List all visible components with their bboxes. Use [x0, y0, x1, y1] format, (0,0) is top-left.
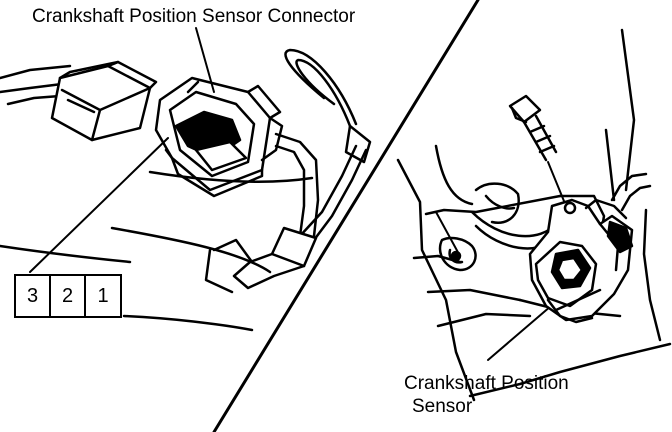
pin-cell: 3 [14, 274, 51, 318]
sensor-callout-label-line2: Sensor [412, 396, 473, 417]
engine-block-right [396, 28, 672, 402]
panel-divider [212, 0, 480, 432]
mounting-bolt [508, 94, 567, 207]
pin-cell: 2 [49, 274, 86, 318]
pin-diagram-leader-line [29, 137, 169, 273]
sensor-side-connector [154, 76, 284, 198]
sensor-callout-label-line1: Crankshaft Position [404, 373, 569, 394]
harness-wires-left [0, 64, 72, 106]
engine-body-left [0, 170, 314, 332]
pin-cell: 1 [84, 274, 122, 318]
cable-boot [204, 226, 318, 294]
crankshaft-position-sensor [528, 172, 652, 324]
sensor-cable [274, 48, 372, 242]
connector-callout-label: Crankshaft Position Sensor Connector [32, 6, 356, 27]
harness-side-connector [50, 60, 158, 142]
connector-leader-line [195, 27, 215, 93]
